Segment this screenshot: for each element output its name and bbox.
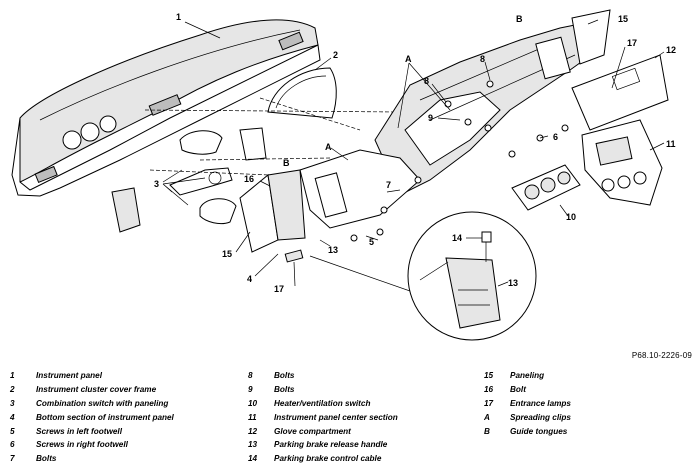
callout-13-main: 13: [328, 245, 338, 255]
legend-number: 9: [248, 385, 253, 395]
legend-row: 8 Bolts: [248, 369, 398, 383]
legend-label: Guide tongues: [510, 426, 568, 436]
callout-17-top: 17: [627, 38, 637, 48]
legend-label: Glove compartment: [274, 426, 351, 436]
legend-number: 12: [248, 426, 258, 436]
legend-number: B: [484, 426, 490, 436]
legend-row: 2 Instrument cluster cover frame: [10, 383, 174, 397]
detail-inset: [309, 211, 537, 341]
entrance-lamp-part: [284, 249, 304, 263]
legend-label: Screws in left footwell: [36, 426, 122, 436]
legend-row: 13 Parking brake release handle: [248, 438, 398, 452]
callout-7: 7: [386, 180, 391, 190]
leader-lines: [162, 19, 665, 287]
legend-row: 10 Heater/ventilation switch: [248, 397, 398, 411]
legend-number: 8: [248, 371, 253, 381]
legend-label: Heater/ventilation switch: [274, 398, 371, 408]
callout-B-left: B: [283, 158, 290, 168]
legend-label: Combination switch with paneling: [36, 398, 169, 408]
legend-number: 17: [484, 398, 494, 408]
instrument-cluster-cover-frame: [267, 67, 337, 119]
combination-switch-part: [111, 127, 267, 233]
callout-11: 11: [666, 139, 676, 149]
legend-row: 7 Bolts: [10, 452, 174, 466]
legend-row: 5 Screws in left footwell: [10, 424, 174, 438]
legend-label: Bottom section of instrument panel: [36, 412, 174, 422]
legend-number: 3: [10, 398, 15, 408]
callout-B-top: B: [516, 14, 523, 24]
callout-4: 4: [247, 274, 252, 284]
callout-9: 9: [428, 113, 433, 123]
legend-label: Instrument panel center section: [274, 412, 398, 422]
legend-number: A: [484, 412, 490, 422]
legend-label: Instrument cluster cover frame: [36, 385, 157, 395]
legend-label: Spreading clips: [510, 412, 571, 422]
legend-label: Instrument panel: [36, 371, 102, 381]
legend-label: Entrance lamps: [510, 398, 571, 408]
legend-label: Screws in right footwell: [36, 440, 128, 450]
legend-row: 14 Parking brake control cable: [248, 452, 398, 466]
drawing-code: P68.10-2226-09: [631, 351, 692, 360]
callout-15-top: 15: [618, 14, 628, 24]
legend-number: 4: [10, 412, 15, 422]
legend-number: 11: [248, 412, 257, 422]
legend-label: Bolt: [510, 385, 526, 395]
legend-column-3: 15 Paneling 16 Bolt 17 Entrance lamps A Spre…: [484, 369, 571, 438]
legend-row: 17 Entrance lamps: [484, 397, 571, 411]
callout-1: 1: [176, 12, 181, 22]
glove-compartment-part: [571, 54, 669, 131]
legend-number: 10: [248, 398, 258, 408]
legend-number: 5: [10, 426, 15, 436]
legend-row: 15 Paneling: [484, 369, 571, 383]
legend-number: 7: [10, 454, 15, 464]
legend-row: A Spreading clips: [484, 410, 571, 424]
callout-A-mid: A: [325, 142, 332, 152]
legend-number: 13: [248, 440, 258, 450]
legend-number: 15: [484, 371, 494, 381]
legend-label: Parking brake release handle: [274, 440, 388, 450]
legend-row: 6 Screws in right footwell: [10, 438, 174, 452]
callout-14: 14: [452, 233, 462, 243]
callout-12: 12: [666, 45, 676, 55]
legend-number: 2: [10, 385, 15, 395]
legend-label: Bolts: [274, 371, 295, 381]
callout-16: 16: [244, 174, 254, 184]
callout-A-top: A: [405, 54, 412, 64]
legend-row: 9 Bolts: [248, 383, 398, 397]
callout-5: 5: [369, 237, 374, 247]
callout-2: 2: [333, 50, 338, 60]
legend-number: 1: [10, 371, 15, 381]
bolts-group: [350, 80, 569, 242]
callout-15-left: 15: [222, 249, 232, 259]
callout-17-bottom: 17: [274, 284, 284, 294]
center-support-frame: [299, 19, 606, 229]
legend-column-1: 1 Instrument panel 2 Instrument cluster co…: [10, 369, 174, 466]
callout-6: 6: [553, 132, 558, 142]
callout-8-top: 8: [480, 54, 485, 64]
legend-row: 3 Combination switch with paneling: [10, 397, 174, 411]
center-section-part: [581, 119, 663, 206]
legend-label: Parking brake control cable: [274, 454, 382, 464]
legend-number: 14: [248, 454, 258, 464]
legend-row: B Guide tongues: [484, 424, 571, 438]
legend-row: 11 Instrument panel center section: [248, 410, 398, 424]
legend-label: Bolts: [36, 454, 57, 464]
legend-row: 1 Instrument panel: [10, 369, 174, 383]
legend-number: 6: [10, 440, 15, 450]
paneling-right-part: [571, 9, 611, 65]
legend-label: Paneling: [510, 371, 545, 381]
legend-row: 16 Bolt: [484, 383, 571, 397]
exploded-view-diagram: 1 2 3 4 5 6 7 8 8 9 10 11 12 13 13 14 15…: [11, 9, 676, 341]
callout-10: 10: [566, 212, 576, 222]
heater-ventilation-switch-part: [511, 164, 581, 211]
callout-3: 3: [154, 179, 159, 189]
legend-number: 16: [484, 385, 494, 395]
callout-13-inset: 13: [508, 278, 518, 288]
callout-8-mid: 8: [424, 76, 429, 86]
legend-label: Bolts: [274, 385, 295, 395]
legend-row: 12 Glove compartment: [248, 424, 398, 438]
legend-row: 4 Bottom section of instrument panel: [10, 410, 174, 424]
